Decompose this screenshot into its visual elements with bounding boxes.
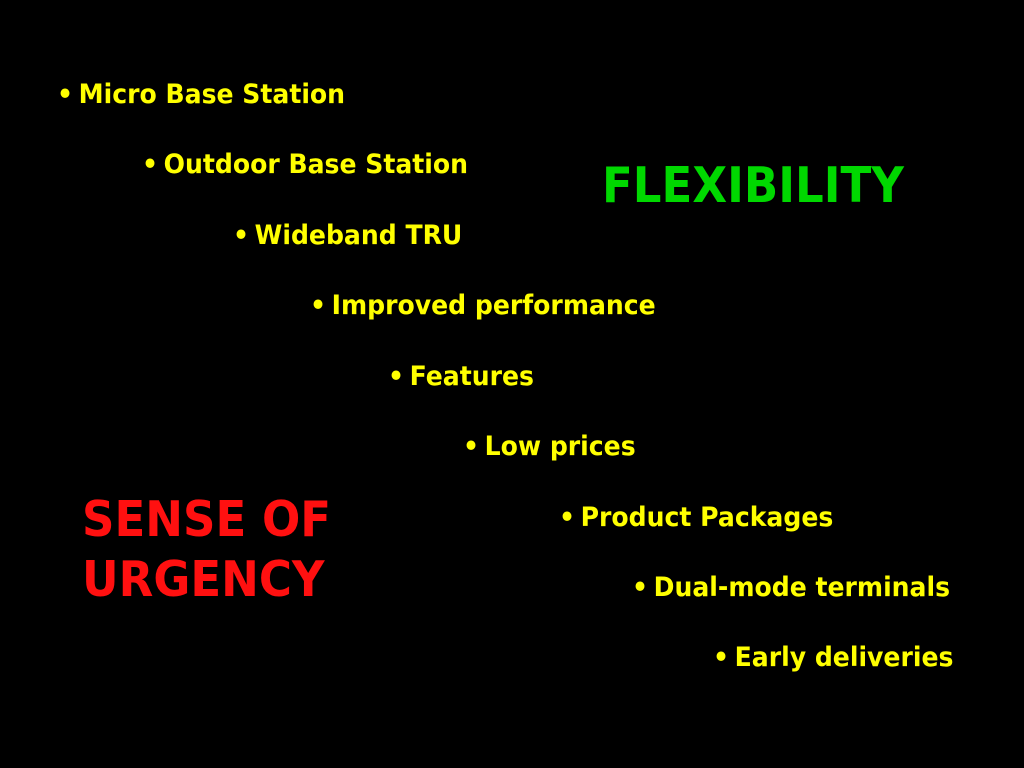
bullet-dot: • — [233, 220, 250, 251]
bullet-dot: • — [388, 361, 405, 392]
bullet-item: •Early deliveries — [713, 642, 953, 674]
flexibility-heading: FLEXIBILITY — [602, 157, 904, 214]
bullet-text: Dual-mode terminals — [653, 572, 951, 603]
bullet-dot: • — [310, 290, 327, 321]
bullet-item: •Micro Base Station — [57, 79, 345, 111]
bullet-text: Early deliveries — [734, 642, 954, 673]
bullet-text: Improved performance — [331, 290, 656, 321]
bullet-dot: • — [57, 79, 74, 110]
bullet-text: Outdoor Base Station — [163, 149, 469, 180]
bullet-item: •Improved performance — [310, 290, 656, 322]
bullet-dot: • — [713, 642, 730, 673]
urgency-line-2: URGENCY — [82, 551, 325, 608]
bullet-dot: • — [463, 431, 480, 462]
bullet-text: Product Packages — [580, 502, 834, 533]
bullet-item: •Features — [388, 361, 534, 393]
bullet-text: Wideband TRU — [254, 220, 463, 251]
urgency-line-1: SENSE OF — [82, 491, 332, 548]
bullet-item: •Low prices — [463, 431, 636, 463]
bullet-item: •Product Packages — [559, 502, 833, 534]
bullet-text: Features — [409, 361, 534, 392]
bullet-text: Low prices — [484, 431, 636, 462]
bullet-item: •Wideband TRU — [233, 220, 462, 252]
bullet-dot: • — [142, 149, 159, 180]
bullet-text: Micro Base Station — [78, 79, 346, 110]
bullet-item: •Dual-mode terminals — [632, 572, 950, 604]
bullet-dot: • — [632, 572, 649, 603]
bullet-item: •Outdoor Base Station — [142, 149, 468, 181]
bullet-dot: • — [559, 502, 576, 533]
urgency-heading: SENSE OF URGENCY — [82, 490, 331, 610]
